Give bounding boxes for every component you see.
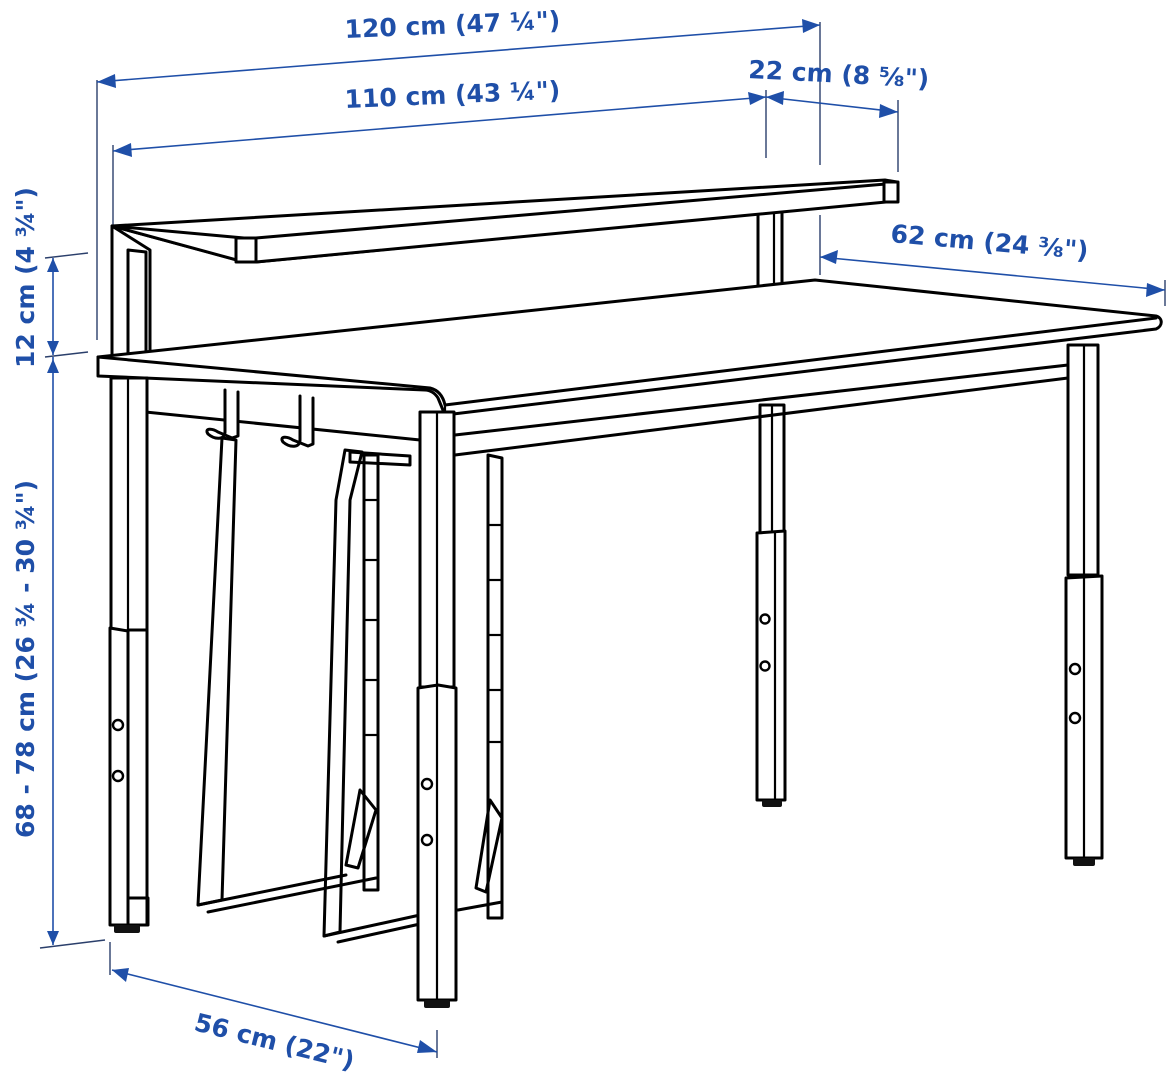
hanging-cpu-holder — [196, 436, 504, 944]
dimension-22cm: 22 cm (8 ⅝") — [748, 55, 930, 172]
adjustable-leg-back-right — [755, 403, 787, 807]
adjustable-leg-back-left — [1064, 343, 1104, 866]
dimension-label-shelf-height: 12 cm (4 ¾") — [11, 187, 40, 368]
dimension-label-leg-depth: 56 cm (22") — [192, 1008, 358, 1076]
arrow-head-icon — [47, 931, 59, 945]
arrow-head-icon — [1146, 283, 1165, 297]
dimension-label-shelf-overhang: 22 cm (8 ⅝") — [748, 55, 930, 93]
adjustable-leg-front-left — [108, 376, 150, 933]
dimension-label-desk-height: 68 - 78 cm (26 ¾ - 30 ¾") — [11, 480, 40, 838]
dimension-68-78cm: 68 - 78 cm (26 ¾ - 30 ¾") — [11, 357, 106, 949]
arrow-head-icon — [47, 359, 59, 373]
shelf-support-right — [756, 203, 784, 292]
top-shelf — [110, 178, 900, 264]
under-desk-hooks — [205, 388, 315, 448]
dimension-56cm: 56 cm (22") — [109, 942, 438, 1076]
arrow-head-icon — [802, 19, 820, 33]
desktop — [96, 278, 1163, 417]
arrow-head-icon — [820, 250, 838, 264]
dimension-label-overall-width: 120 cm (47 ¼") — [344, 6, 561, 44]
dimension-12cm: 12 cm (4 ¾") — [11, 187, 89, 368]
adjustable-leg-front-right — [416, 410, 458, 1008]
dimension-label-desk-width: 110 cm (43 ¼") — [344, 76, 561, 114]
dimension-label-desk-depth: 62 cm (24 ⅜") — [889, 219, 1089, 265]
arrow-head-icon — [113, 143, 132, 157]
arrow-head-icon — [766, 91, 784, 105]
shelf-support-left — [110, 224, 152, 358]
arrow-head-icon — [748, 92, 766, 105]
arrow-head-icon — [97, 74, 116, 88]
arrow-head-icon — [417, 1040, 437, 1053]
arrow-head-icon — [879, 104, 898, 118]
arrow-head-icon — [112, 968, 129, 982]
arrow-head-icon — [47, 258, 59, 272]
arrow-head-icon — [47, 341, 59, 355]
